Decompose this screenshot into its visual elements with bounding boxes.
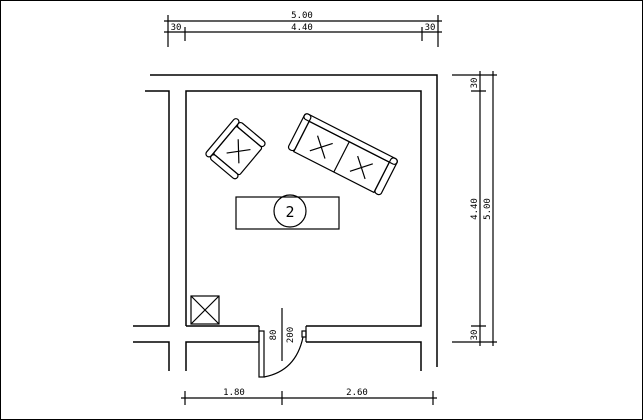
room-tag-circle (273, 194, 307, 228)
walls (133, 74, 438, 371)
dim-right-bottom-wall: 30 (470, 330, 480, 341)
dimension-top: 5.00 30 4.40 30 (164, 11, 442, 47)
dim-right-inner: 4.40 (470, 198, 480, 220)
sofa (287, 113, 398, 196)
armchair (205, 118, 266, 180)
dim-right-top-wall: 30 (470, 78, 480, 89)
door-height-label: 200 (286, 327, 296, 343)
dim-right-overall: 5.00 (483, 198, 493, 220)
dimension-right: 30 4.40 5.00 30 (452, 71, 497, 346)
room-number: 2 (285, 203, 294, 221)
door: 80 200 (258, 308, 307, 378)
dimension-bottom: 1.80 2.60 (181, 388, 437, 405)
shaft-box (190, 295, 220, 325)
dim-top-right-wall: 30 (425, 23, 436, 33)
door-width-label: 80 (269, 330, 279, 341)
dim-top-left-wall: 30 (171, 23, 182, 33)
coffee-table: 2 (235, 194, 340, 230)
dim-bottom-right: 2.60 (346, 388, 368, 398)
dim-bottom-left: 1.80 (223, 388, 245, 398)
dim-top-overall: 5.00 (291, 11, 313, 21)
dim-top-inner: 4.40 (291, 23, 313, 33)
